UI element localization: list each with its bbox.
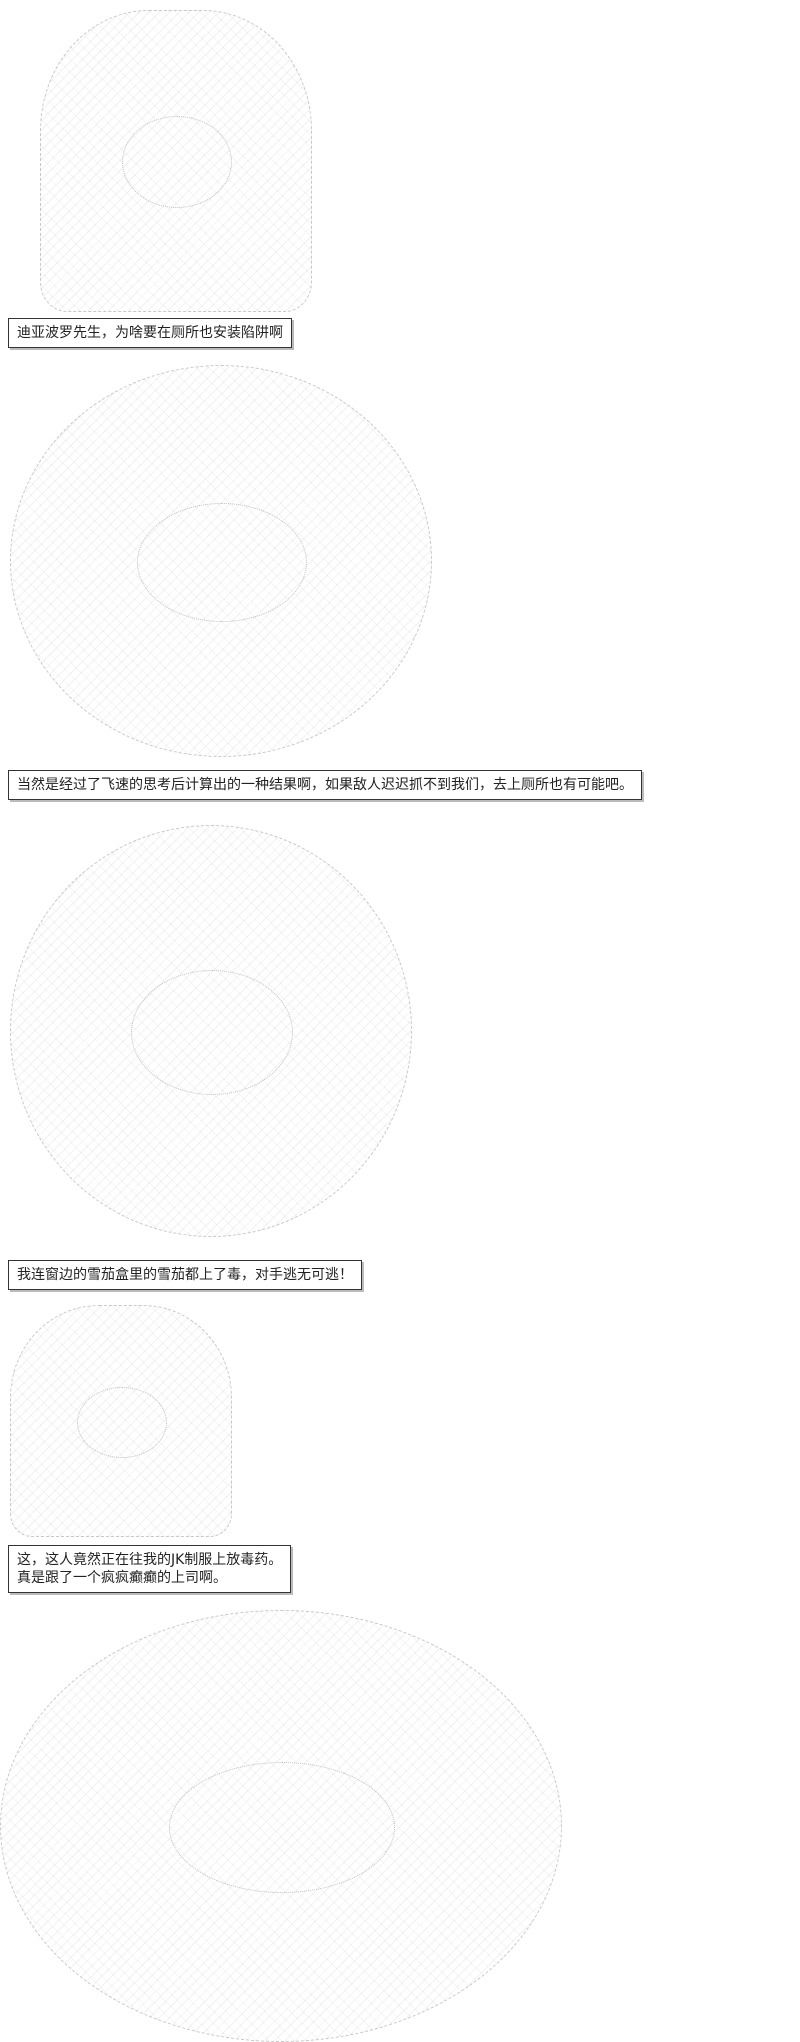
manga-panel-2: 当然是经过了飞速的思考后计算出的一种结果啊，如果敌人迟迟抓不到我们，去上厕所也有… bbox=[0, 360, 800, 820]
ascii-art-figure-thinking bbox=[10, 365, 432, 757]
manga-panel-5 bbox=[0, 1600, 800, 2042]
dialog-box: 我连窗边的雪茄盒里的雪茄都上了毒，对手逃无可逃！ bbox=[8, 1260, 362, 1290]
dialog-box: 这，这人竟然正在往我的JK制服上放毒药。 真是跟了一个疯疯癫癫的上司啊。 bbox=[8, 1545, 292, 1593]
ascii-art-figure-diavolo bbox=[40, 10, 312, 312]
dialog-box: 当然是经过了飞速的思考后计算出的一种结果啊，如果敌人迟迟抓不到我们，去上厕所也有… bbox=[8, 770, 642, 800]
dialog-box: 迪亚波罗先生，为啥要在厕所也安装陷阱啊 bbox=[8, 318, 292, 348]
ascii-art-figure-spotted bbox=[10, 825, 412, 1237]
manga-panel-1: 迪亚波罗先生，为啥要在厕所也安装陷阱啊 bbox=[0, 0, 800, 360]
ascii-art-figure-girl bbox=[10, 1305, 232, 1537]
manga-panel-3: 我连窗边的雪茄盒里的雪茄都上了毒，对手逃无可逃！ bbox=[0, 820, 800, 1300]
ascii-art-figure-bottom bbox=[0, 1610, 562, 2042]
manga-panel-4: 这，这人竟然正在往我的JK制服上放毒药。 真是跟了一个疯疯癫癫的上司啊。 bbox=[0, 1300, 800, 1600]
